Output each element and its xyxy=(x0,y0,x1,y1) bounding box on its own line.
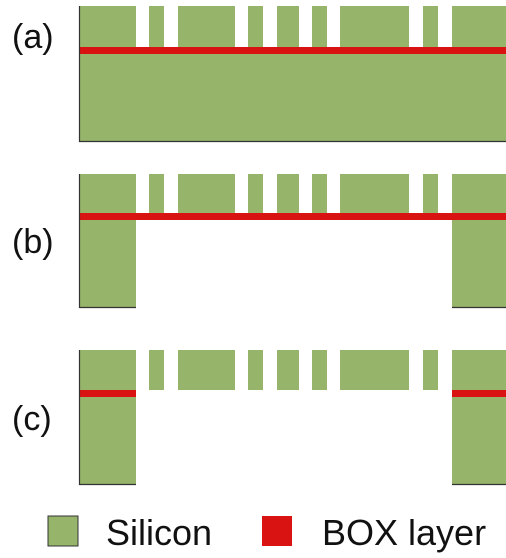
si-block xyxy=(79,174,136,215)
si-block xyxy=(277,350,299,390)
panel-c: (c) xyxy=(12,350,506,486)
panel-b-device-layer xyxy=(79,174,506,215)
panel-c-label: (c) xyxy=(12,400,52,438)
si-block xyxy=(423,174,438,215)
box-layer xyxy=(79,47,506,54)
panel-a: (a) xyxy=(12,6,506,143)
box-layer-left xyxy=(79,390,136,397)
si-substrate-left xyxy=(79,220,136,308)
panel-b-outline xyxy=(78,174,136,309)
panel-c-device-layer xyxy=(79,350,506,390)
si-block xyxy=(312,350,327,390)
si-block xyxy=(149,174,164,215)
legend-silicon-label: Silicon xyxy=(106,512,212,553)
si-substrate-right xyxy=(452,397,506,485)
si-substrate-right xyxy=(452,220,506,308)
si-block xyxy=(178,174,235,215)
si-block xyxy=(340,350,409,390)
si-block xyxy=(340,174,409,215)
si-block xyxy=(452,6,506,49)
si-block xyxy=(312,6,327,49)
si-block xyxy=(340,6,409,49)
si-block xyxy=(277,174,299,215)
panel-b-label: (b) xyxy=(12,223,54,261)
si-substrate-left xyxy=(79,397,136,485)
legend-box-label: BOX layer xyxy=(322,512,486,553)
panel-c-outline xyxy=(78,350,136,486)
si-block xyxy=(178,6,235,49)
panel-b: (b) xyxy=(12,174,506,309)
si-block xyxy=(149,6,164,49)
si-substrate xyxy=(79,54,506,142)
si-block xyxy=(178,350,235,390)
box-layer-right xyxy=(452,390,506,397)
si-block xyxy=(79,350,136,390)
si-block xyxy=(452,350,506,390)
si-block xyxy=(312,174,327,215)
si-block xyxy=(452,174,506,215)
panel-a-outline xyxy=(78,6,506,143)
si-block xyxy=(248,6,263,49)
panel-a-device-layer xyxy=(79,6,506,49)
legend: Silicon BOX layer xyxy=(47,512,486,553)
panel-a-label: (a) xyxy=(12,18,54,56)
box-layer xyxy=(79,213,506,220)
si-block xyxy=(149,350,164,390)
si-block xyxy=(423,6,438,49)
si-block xyxy=(248,350,263,390)
legend-silicon-swatch xyxy=(47,515,79,547)
si-block xyxy=(423,350,438,390)
si-block xyxy=(79,6,136,49)
si-block xyxy=(248,174,263,215)
si-block xyxy=(277,6,299,49)
legend-box-swatch xyxy=(262,516,292,546)
